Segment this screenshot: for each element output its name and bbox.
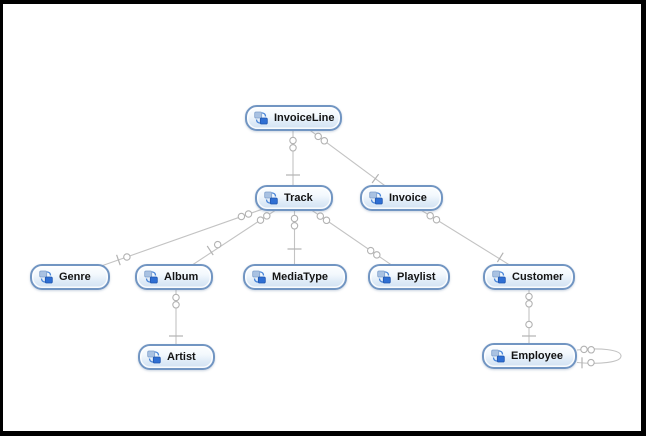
many-marker bbox=[237, 212, 246, 221]
many-marker bbox=[316, 212, 325, 220]
many-marker bbox=[432, 215, 441, 224]
entity-node-album[interactable]: Album bbox=[135, 264, 213, 290]
table-entity-icon bbox=[377, 270, 391, 284]
zero-marker bbox=[123, 253, 131, 261]
relationship-invoiceline-invoice[interactable] bbox=[293, 117, 402, 199]
many-marker bbox=[525, 300, 533, 308]
entity-node-invoiceline[interactable]: InvoiceLine bbox=[245, 105, 342, 131]
one-marker bbox=[206, 245, 214, 256]
many-marker bbox=[289, 136, 297, 145]
many-marker bbox=[290, 214, 299, 223]
zero-marker bbox=[213, 240, 222, 249]
many-marker bbox=[366, 246, 375, 255]
entity-node-genre[interactable]: Genre bbox=[30, 264, 110, 290]
entity-node-playlist[interactable]: Playlist bbox=[368, 264, 450, 290]
table-entity-icon bbox=[264, 191, 278, 205]
many-marker bbox=[580, 345, 588, 354]
entity-label: Employee bbox=[511, 350, 563, 362]
table-entity-icon bbox=[144, 270, 158, 284]
entity-node-employee[interactable]: Employee bbox=[482, 343, 577, 369]
many-marker bbox=[172, 293, 180, 302]
relationship-album-artist[interactable] bbox=[169, 277, 183, 357]
many-marker bbox=[244, 210, 253, 218]
entity-label: InvoiceLine bbox=[274, 112, 335, 124]
many-marker bbox=[587, 346, 595, 354]
table-entity-icon bbox=[39, 270, 53, 284]
zero-marker bbox=[525, 320, 533, 329]
entity-node-track[interactable]: Track bbox=[255, 185, 333, 211]
table-entity-icon bbox=[252, 270, 266, 284]
many-marker bbox=[322, 216, 331, 225]
many-marker bbox=[172, 301, 180, 309]
relationship-track-mediatype[interactable] bbox=[287, 198, 302, 277]
entity-label: Customer bbox=[512, 271, 564, 283]
relationship-customer-employee[interactable] bbox=[522, 277, 536, 356]
entity-label: Album bbox=[164, 271, 199, 283]
many-marker bbox=[289, 144, 297, 152]
table-entity-icon bbox=[147, 350, 161, 364]
entity-label: Artist bbox=[167, 351, 196, 363]
table-entity-icon bbox=[492, 270, 506, 284]
one-marker bbox=[496, 252, 504, 263]
many-marker bbox=[525, 292, 533, 301]
many-marker bbox=[256, 216, 265, 224]
many-marker bbox=[314, 132, 322, 141]
entity-label: Track bbox=[284, 192, 313, 204]
many-marker bbox=[320, 137, 329, 145]
one-marker bbox=[371, 173, 380, 184]
entity-label: Genre bbox=[59, 271, 91, 283]
entity-label: Invoice bbox=[389, 192, 427, 204]
table-entity-icon bbox=[491, 349, 505, 363]
table-entity-icon bbox=[254, 111, 268, 125]
table-entity-icon bbox=[369, 191, 383, 205]
relationship-employee-self[interactable] bbox=[576, 345, 622, 369]
entity-node-invoice[interactable]: Invoice bbox=[360, 185, 443, 211]
relationship-track-playlist[interactable] bbox=[293, 197, 410, 278]
entity-node-customer[interactable]: Customer bbox=[483, 264, 575, 290]
entity-label: MediaType bbox=[272, 271, 329, 283]
many-marker bbox=[290, 222, 299, 230]
entity-node-artist[interactable]: Artist bbox=[138, 344, 215, 370]
many-marker bbox=[373, 251, 381, 259]
relationship-track-album[interactable] bbox=[173, 197, 295, 278]
relationship-invoice-customer[interactable] bbox=[401, 197, 530, 278]
many-marker bbox=[263, 212, 271, 220]
relationship-invoiceline-track[interactable] bbox=[286, 118, 300, 198]
one-marker bbox=[116, 254, 121, 266]
zero-marker bbox=[587, 358, 595, 367]
many-marker bbox=[426, 211, 434, 220]
entity-node-mediatype[interactable]: MediaType bbox=[243, 264, 347, 290]
entity-label: Playlist bbox=[397, 271, 436, 283]
relationship-track-genre[interactable] bbox=[69, 197, 295, 278]
